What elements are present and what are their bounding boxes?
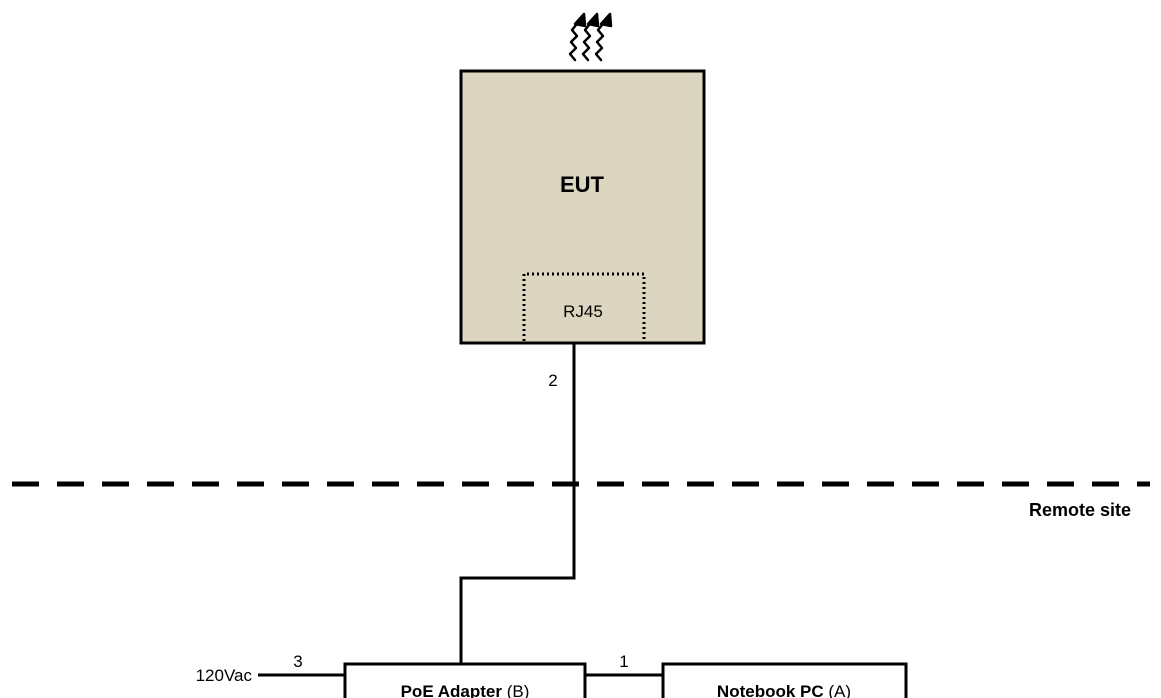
cable-2-label: 2 — [548, 371, 557, 390]
poe-adapter-name: PoE Adapter — [401, 682, 503, 698]
notebook-pc-box — [661, 662, 908, 698]
wireless-emission-icon — [568, 12, 613, 62]
notebook-pc-name: Notebook PC — [717, 682, 824, 698]
rj45-port-outline — [522, 272, 646, 341]
remote-site-label: Remote site — [1029, 500, 1131, 520]
eut-box — [459, 69, 706, 345]
cable-1-label: 1 — [619, 652, 628, 671]
cable-3-label: 3 — [293, 652, 302, 671]
cable-2-line — [459, 343, 576, 664]
poe-adapter-box — [343, 662, 587, 698]
poe-adapter-label: PoE Adapter (B) — [401, 682, 530, 698]
rj45-label: RJ45 — [563, 302, 603, 321]
power-label: 120Vac — [196, 666, 253, 685]
poe-adapter-id: (B) — [507, 682, 530, 698]
notebook-pc-id: (A) — [828, 682, 851, 698]
notebook-pc-label: Notebook PC (A) — [717, 682, 851, 698]
eut-label: EUT — [560, 172, 605, 197]
